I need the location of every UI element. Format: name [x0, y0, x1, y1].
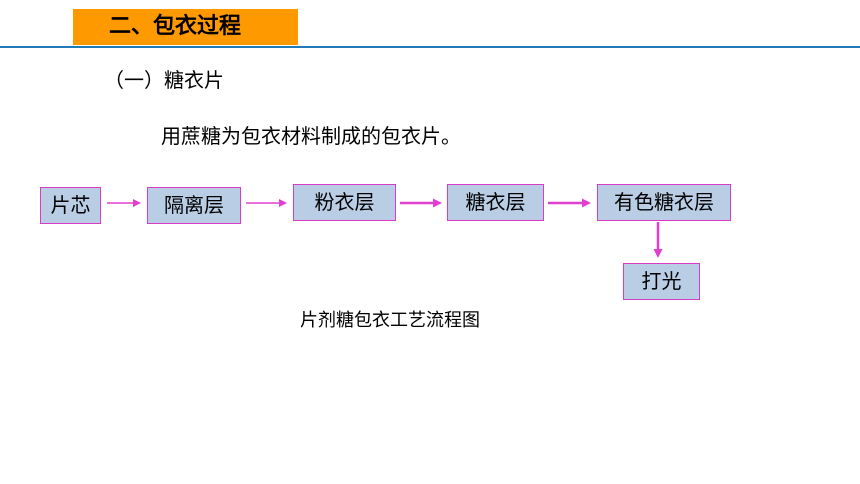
flow-arrow-3	[400, 198, 442, 208]
header-divider	[0, 46, 860, 48]
flow-arrow-4	[548, 198, 591, 208]
description-text: 用蔗糖为包衣材料制成的包衣片。	[161, 124, 461, 148]
flow-step-tablet-core: 片芯	[40, 187, 101, 224]
flow-step-sugar-layer: 糖衣层	[447, 184, 544, 221]
flow-arrow-2	[246, 199, 287, 207]
flow-step-powder-layer: 粉衣层	[293, 184, 396, 221]
flow-arrow-1	[107, 199, 141, 207]
flow-arrow-5	[653, 222, 663, 258]
subheading: （一）糖衣片	[104, 68, 224, 92]
flow-step-polishing: 打光	[623, 263, 700, 300]
flow-step-colored-sugar-layer: 有色糖衣层	[597, 184, 731, 221]
flow-step-isolation-layer: 隔离层	[147, 187, 241, 224]
diagram-caption: 片剂糖包衣工艺流程图	[300, 310, 480, 331]
section-title: 二、包衣过程	[73, 9, 298, 45]
